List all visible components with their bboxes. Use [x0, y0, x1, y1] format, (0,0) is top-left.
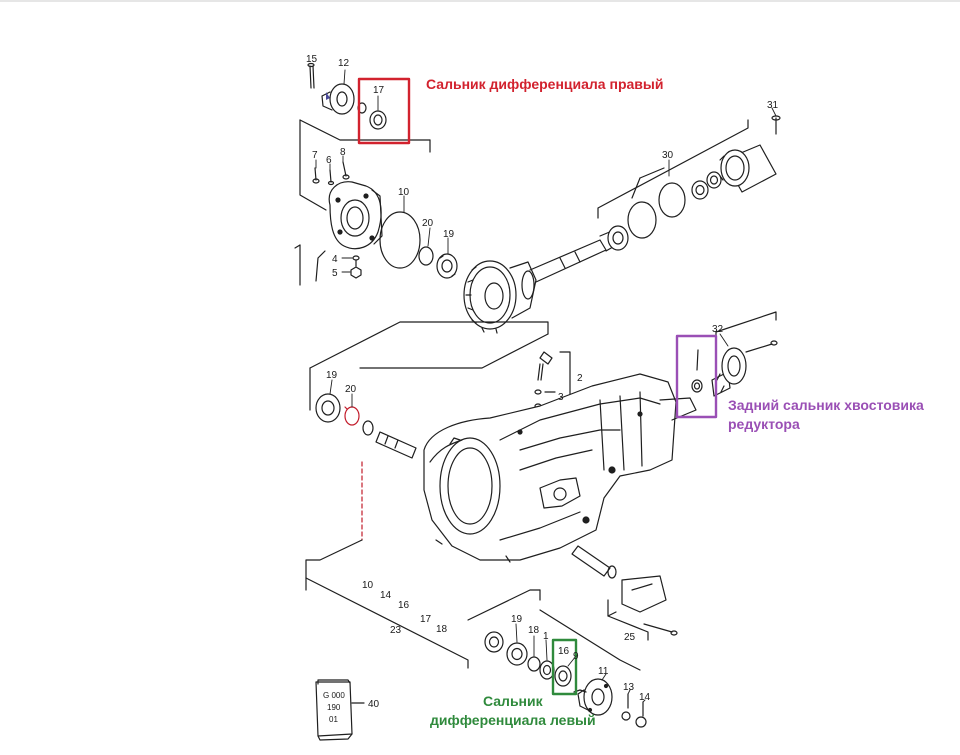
part-num-15: 15	[306, 54, 318, 65]
flange-11-lower	[573, 678, 613, 716]
bearing-19-left	[315, 393, 341, 423]
bearing-19-top	[436, 253, 458, 279]
bearings-30	[691, 171, 722, 200]
part-num-4: 4	[332, 254, 338, 265]
callout-left-diff-seal: Сальник дифференциала левый	[430, 692, 596, 730]
bearing-lower-left	[484, 631, 504, 653]
part-num-16: 16	[558, 646, 570, 657]
part-num-19-top: 19	[443, 229, 455, 240]
part-num-10-lower: 10	[362, 580, 374, 591]
highlight-box-left-seal	[551, 638, 578, 696]
part-num-31: 31	[767, 100, 779, 111]
part-num-20-left: 20	[345, 384, 357, 395]
part-num-3: 3	[558, 392, 564, 403]
bearing-pinion	[607, 225, 629, 251]
screws-6-7-8	[312, 161, 350, 186]
seal-9-left	[554, 665, 572, 687]
part-num-23: 23	[390, 625, 402, 636]
output-shaft-parts	[571, 545, 678, 641]
flange-12	[321, 83, 367, 115]
bolt-15	[307, 62, 315, 89]
callout-rear-line-1: Задний сальник хвостовика	[728, 397, 924, 413]
nut-4-5	[350, 255, 362, 279]
top-border-line	[0, 0, 960, 2]
part-num-14-lower: 14	[380, 590, 392, 601]
part-num-19-lower: 19	[511, 614, 523, 625]
lower-bracket-lines	[305, 577, 641, 671]
circlip-20-left	[344, 406, 360, 426]
part-num-17: 17	[373, 85, 385, 96]
callout-rear-pinion-seal: Задний сальник хвостовика редуктора	[728, 396, 924, 434]
pinion-shaft	[521, 230, 619, 300]
callout-right-diff-seal: Сальник дифференциала правый	[426, 75, 663, 94]
bearing-19-lower	[506, 642, 528, 666]
part-num-5: 5	[332, 268, 338, 279]
ring-18-lower	[527, 656, 541, 672]
sealant-tube-40	[315, 679, 365, 741]
kit-label-2: 190	[327, 703, 341, 712]
part-num-18-lower-b: 18	[528, 625, 540, 636]
highlight-box-rear-seal	[675, 334, 718, 419]
part-num-1: 1	[543, 631, 549, 642]
pinion-housing	[719, 144, 777, 193]
circlip-20-top	[418, 246, 434, 266]
part-num-6: 6	[326, 155, 332, 166]
part-num-11: 11	[598, 666, 609, 677]
part-num-40: 40	[368, 699, 380, 710]
part-num-8: 8	[340, 147, 346, 158]
part-num-20-top: 20	[422, 218, 434, 229]
ring-gear	[463, 260, 537, 334]
part-num-14: 14	[639, 692, 651, 703]
callout-rear-line-2: редуктора	[728, 416, 800, 432]
part-number-labels: 15 12 17 7 6 8 10 20 19 4 5 31 30 19 20 …	[306, 54, 779, 724]
part-num-32: 32	[712, 324, 724, 335]
highlight-box-right-seal	[357, 77, 411, 145]
washer-13-14	[621, 693, 647, 728]
part-num-9: 9	[573, 651, 579, 662]
part-num-19-left: 19	[326, 370, 338, 381]
part-num-18-lower: 18	[436, 624, 448, 635]
upper-bracket-lines	[294, 119, 431, 286]
bolt-31	[771, 115, 781, 135]
callout-right-text: Сальник дифференциала правый	[426, 76, 664, 92]
part-num-16-lower: 16	[398, 600, 410, 611]
part-num-30: 30	[662, 150, 674, 161]
rear-seal	[691, 349, 703, 393]
part-num-7: 7	[312, 150, 318, 161]
leader-lines	[315, 69, 777, 703]
kit-label-3: 01	[329, 715, 338, 724]
part-num-13: 13	[623, 682, 635, 693]
kit-label-1: G 000	[323, 691, 345, 700]
part-num-25: 25	[624, 632, 636, 643]
transmission-housing	[423, 373, 697, 563]
part-num-12: 12	[338, 58, 350, 69]
o-ring-10	[379, 211, 421, 269]
seal-left-small	[362, 420, 374, 436]
cover-flange	[328, 181, 383, 250]
part-num-10: 10	[398, 187, 410, 198]
drive-shaft-left	[375, 431, 417, 459]
middle-bracket-lines	[305, 321, 549, 579]
part-num-17-lower: 17	[420, 614, 432, 625]
callout-left-line-1: Сальник	[482, 693, 543, 709]
callout-left-line-2: дифференциала левый	[430, 712, 596, 728]
shims-30	[597, 119, 749, 239]
seal-17-right	[369, 110, 387, 130]
part-num-2: 2	[577, 373, 583, 384]
